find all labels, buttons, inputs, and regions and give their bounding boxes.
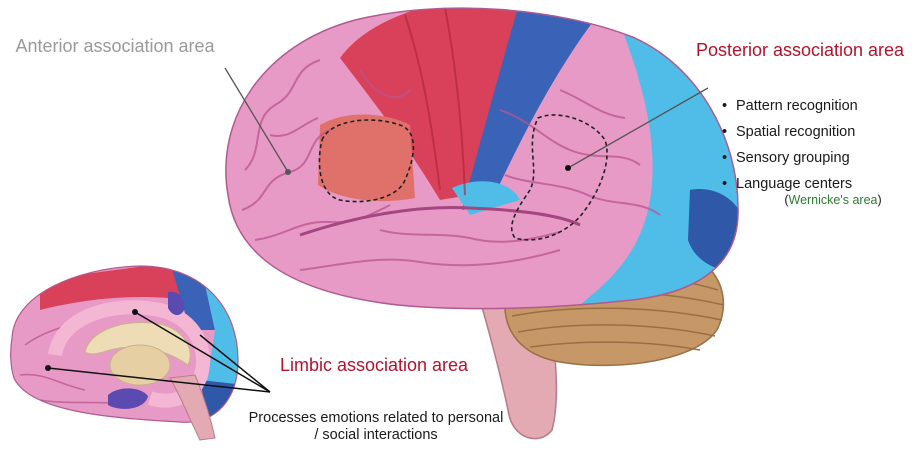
medial-brain-view: [11, 262, 260, 440]
limbic-association-label: Limbic association area: [274, 355, 474, 377]
list-item: Spatial recognition: [722, 119, 858, 145]
posterior-association-label: Posterior association area: [690, 40, 910, 62]
list-item: Pattern recognition: [722, 93, 858, 119]
limbic-description: Processes emotions related to personal /…: [246, 410, 506, 445]
wernicke-note: (Wernicke's area): [748, 193, 918, 208]
list-item: Sensory grouping: [722, 145, 858, 171]
cerebrum: [226, 0, 760, 320]
posterior-functions-list: Pattern recognition Spatial recognition …: [722, 93, 858, 197]
anterior-association-label: Anterior association area: [10, 36, 220, 58]
wernicke-label: Wernicke's area: [789, 193, 878, 207]
